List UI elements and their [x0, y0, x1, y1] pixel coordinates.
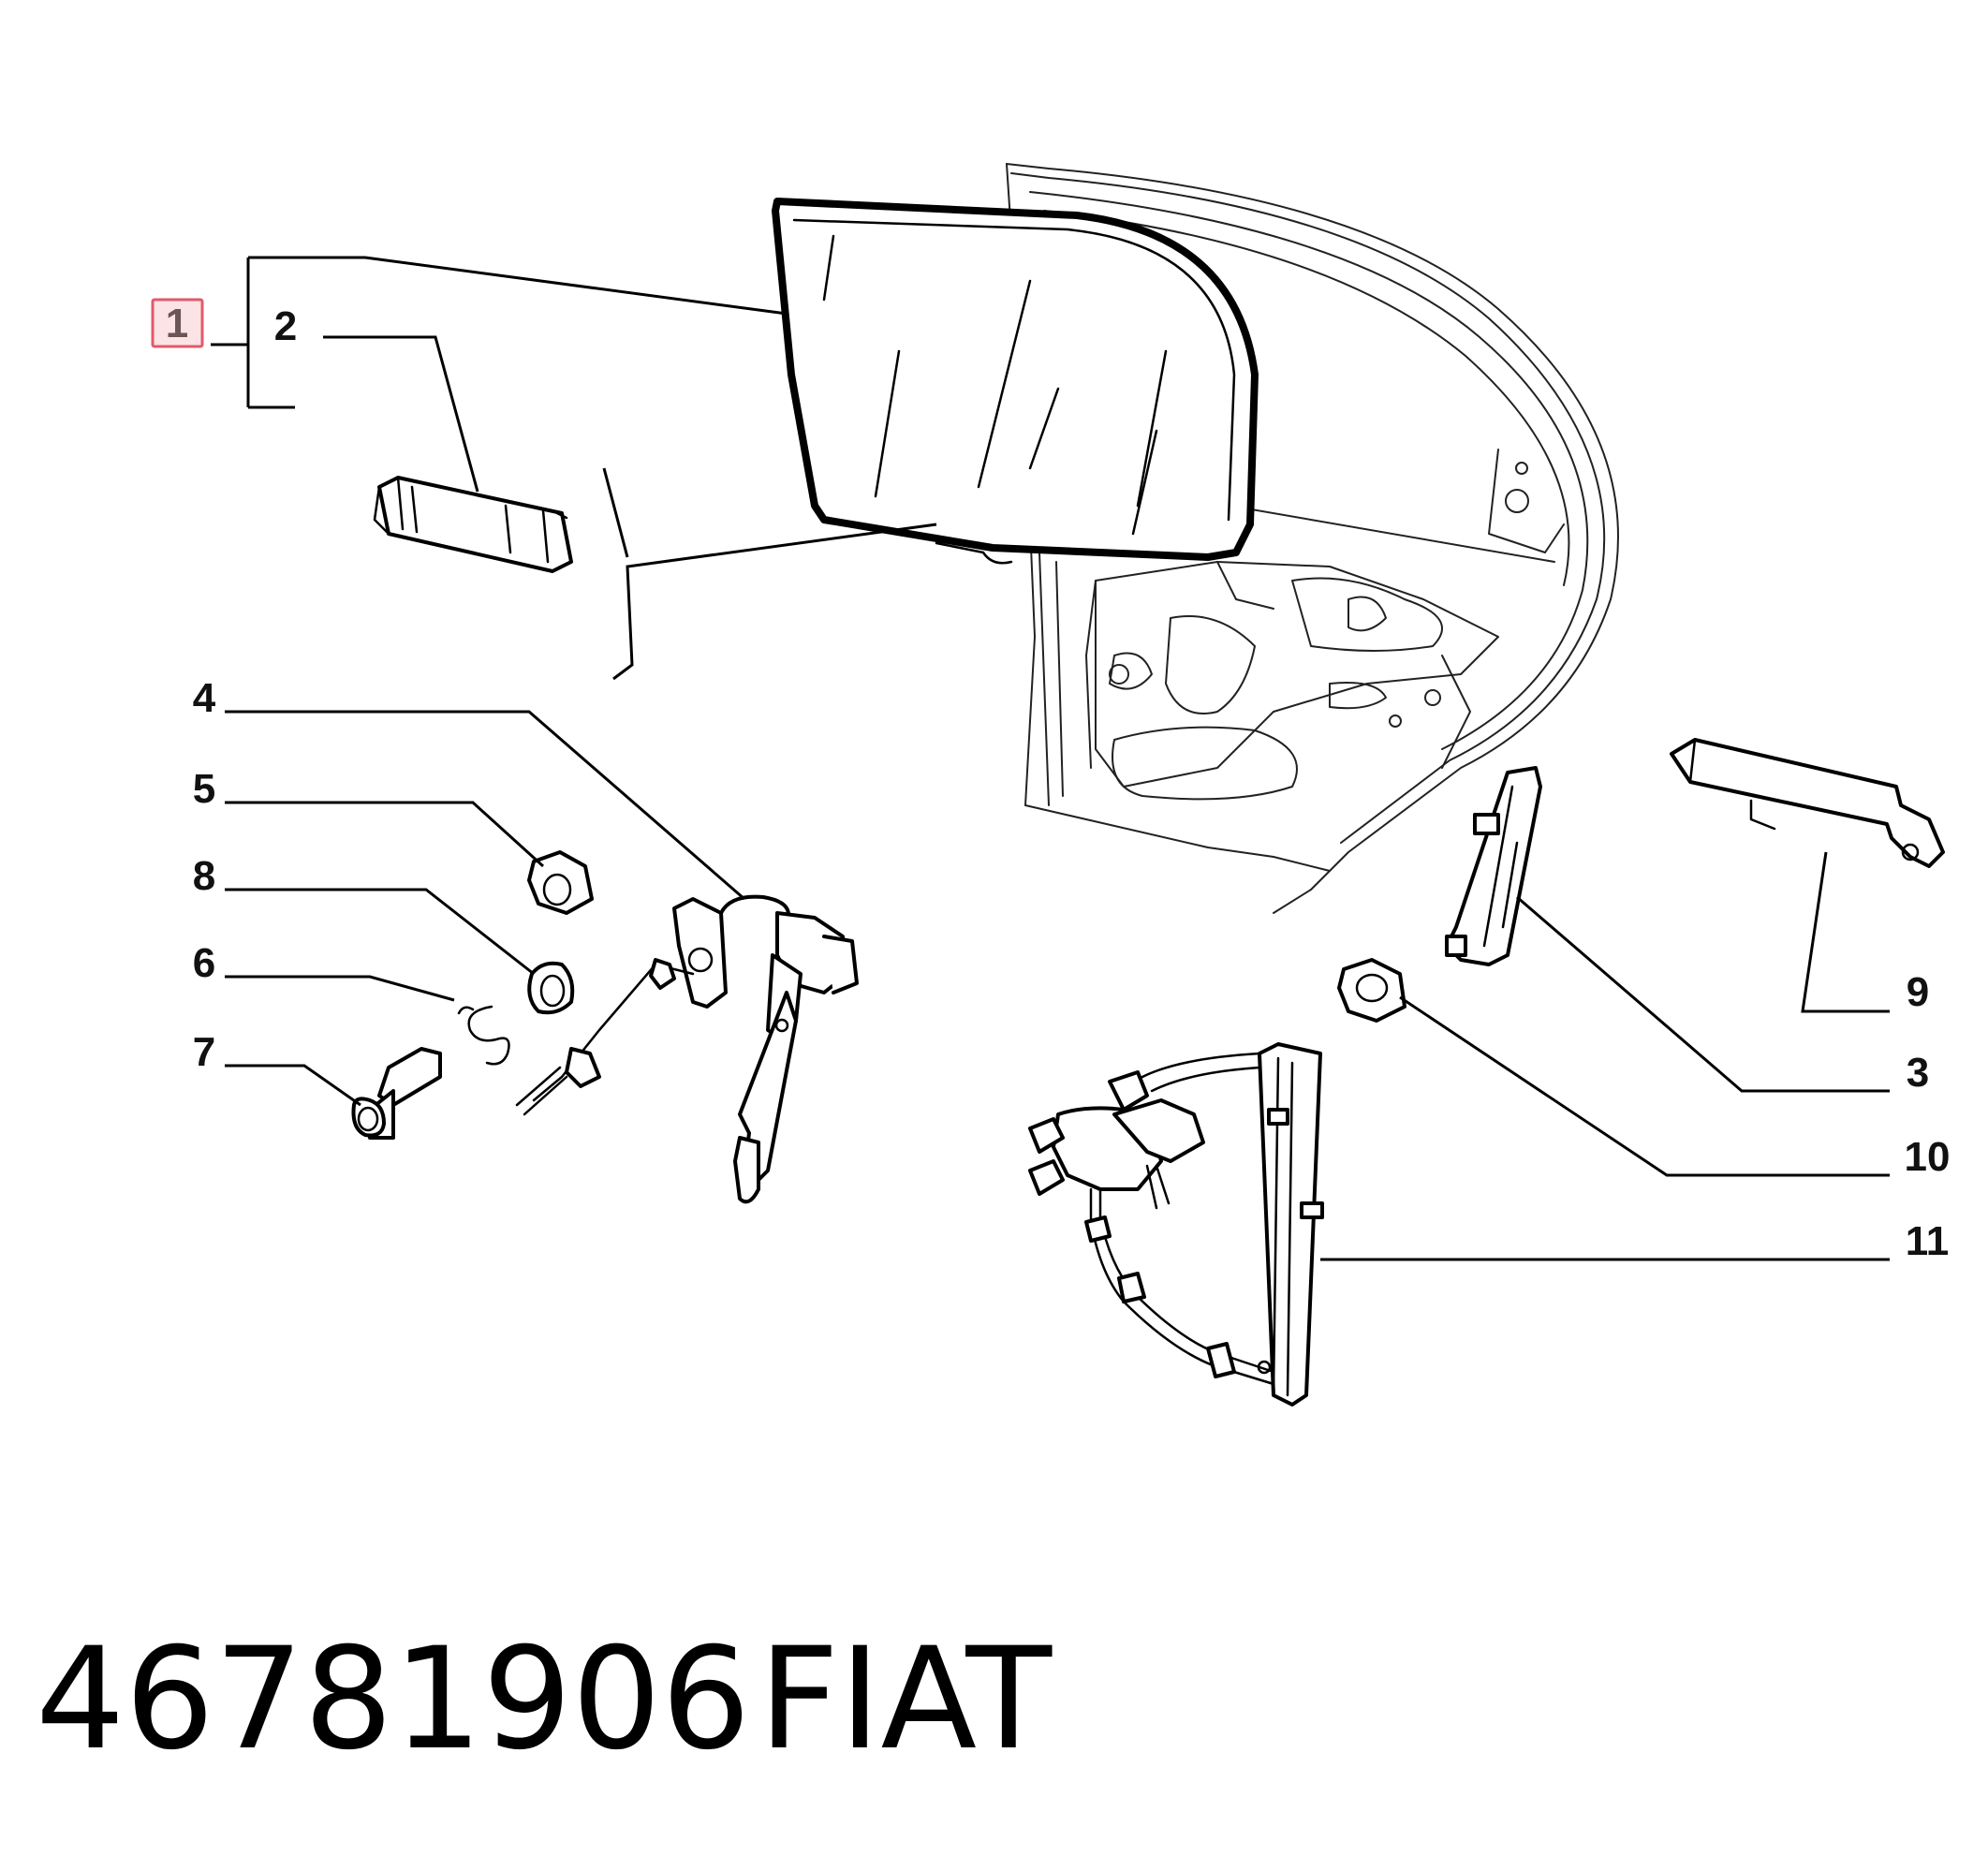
brand-name: FIAT	[758, 1618, 1053, 1781]
leader-glass-to-channel	[602, 467, 937, 681]
electric-window-regulator	[1028, 1042, 1324, 1407]
leader-10	[1399, 995, 1890, 1177]
spring-clip	[457, 1005, 510, 1066]
door-glass	[772, 198, 1259, 565]
callout-9: 9	[1907, 969, 1929, 1015]
leader-7	[225, 1064, 361, 1107]
callout-2: 2	[274, 303, 297, 349]
leader-lines	[211, 256, 1890, 1261]
leader-1-bracket	[211, 256, 788, 409]
leader-6	[225, 975, 455, 1002]
rear-guide-rail	[1445, 766, 1542, 966]
leader-5	[225, 801, 545, 868]
callout-3: 3	[1907, 1050, 1929, 1096]
callout-5: 5	[193, 766, 215, 812]
callout-labels: 1 2 4 5 8 6 7 9 3 10 11	[151, 298, 1951, 1264]
callout-6: 6	[193, 940, 215, 986]
leader-2	[323, 335, 479, 493]
callout-8: 8	[193, 853, 215, 899]
leader-4	[225, 710, 745, 901]
callout-1-highlight	[151, 298, 204, 348]
callout-11: 11	[1906, 1218, 1950, 1264]
glass-channel	[373, 476, 573, 573]
bushing	[527, 961, 575, 1015]
door-trim-moulding	[1670, 738, 1945, 868]
manual-window-regulator	[515, 894, 859, 1204]
leader-3	[1516, 895, 1890, 1093]
leader-9	[1801, 851, 1890, 1013]
part-number: 46781906	[36, 1618, 751, 1781]
leader-8	[225, 888, 535, 976]
callout-1: 1	[166, 301, 188, 346]
callout-4: 4	[193, 675, 216, 721]
nut	[1337, 958, 1406, 1023]
window-crank-handle	[351, 1047, 442, 1140]
callout-10: 10	[1905, 1134, 1951, 1180]
callout-7: 7	[193, 1029, 215, 1075]
nut	[527, 850, 594, 915]
